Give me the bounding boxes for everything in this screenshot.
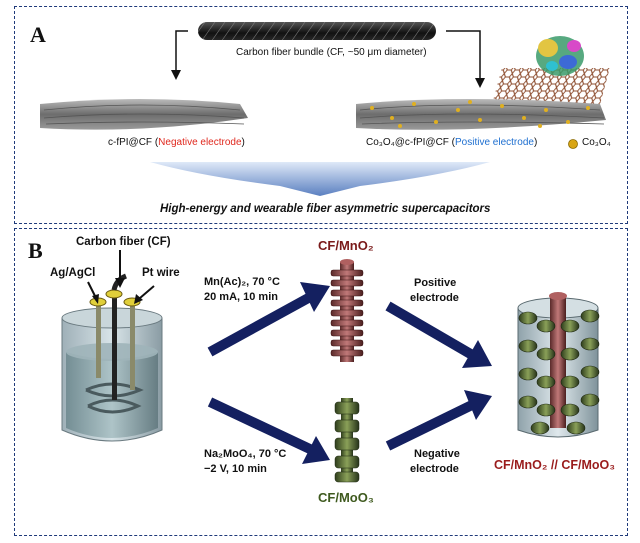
negative-caption-prefix: c-fPI@CF ( (108, 137, 159, 148)
positive-electrode-label-2: electrode (410, 292, 459, 304)
carbon-fiber-bundle (198, 22, 436, 40)
arrow-to-mno2 (207, 282, 330, 357)
bottom-condition-1: Na₂MoO₄, 70 °C (204, 448, 287, 460)
negative-fiber (40, 99, 248, 130)
merge-banner (150, 162, 490, 196)
panel-b (14, 228, 628, 536)
positive-caption-suffix: ) (533, 137, 538, 148)
negative-electrode-label-2: electrode (410, 463, 459, 475)
device-label: CF/MnO₂ // CF/MoO₃ (494, 458, 616, 472)
ag-agcl-label: Ag/AgCl (50, 267, 96, 279)
positive-caption-role: Positive electrode (455, 137, 534, 148)
panel-a-label: A (30, 22, 46, 47)
bundle-caption: Carbon fiber bundle (CF, ~50 μm diameter… (236, 47, 427, 58)
negative-caption-role: Negative electrode (158, 137, 242, 148)
positive-electrode-label-1: Positive (414, 277, 457, 289)
banner-caption: High-energy and wearable fiber asymmetri… (160, 203, 491, 215)
pt-wire-label: Pt wire (142, 267, 180, 279)
mno2-fiber-model (330, 259, 364, 362)
process-arrows (207, 282, 492, 464)
moo3-product-label: CF/MoO₃ (318, 490, 374, 505)
moo3-fiber-model (334, 398, 360, 483)
mno2-product-label: CF/MnO₂ (318, 238, 374, 253)
asymmetric-device-model (517, 292, 600, 438)
top-condition-2: 20 mA, 10 min (204, 291, 278, 303)
arrow-negative-to-device (385, 390, 492, 451)
negative-electrode-caption: c-fPI@CF (Negative electrode) (108, 137, 245, 148)
split-arrow-right (446, 30, 481, 82)
co3o4-legend-label: Co₃O₄ (582, 137, 611, 148)
co3o4-graphene-model (491, 36, 610, 108)
split-arrow-left (175, 30, 188, 74)
bottom-condition-2: −2 V, 10 min (204, 463, 267, 475)
top-condition-1: Mn(Ac)₂, 70 °C (204, 276, 280, 288)
panel-b-label: B (28, 238, 43, 263)
negative-caption-suffix: ) (241, 137, 245, 148)
co3o4-legend-dot (568, 139, 578, 149)
carbon-fiber-label: Carbon fiber (CF) (76, 236, 171, 248)
electrochemical-cell (61, 273, 163, 442)
arrow-positive-to-device (385, 301, 492, 368)
pt-wire-pointer (139, 285, 155, 299)
negative-electrode-label-1: Negative (414, 448, 460, 460)
arrow-to-moo3 (207, 397, 330, 464)
positive-fiber (356, 99, 606, 130)
positive-electrode-caption: Co₃O₄@c-fPI@CF (Positive electrode) (366, 137, 537, 148)
positive-caption-prefix: Co₃O₄@c-fPI@CF ( (366, 137, 456, 148)
panel-a (14, 6, 628, 224)
